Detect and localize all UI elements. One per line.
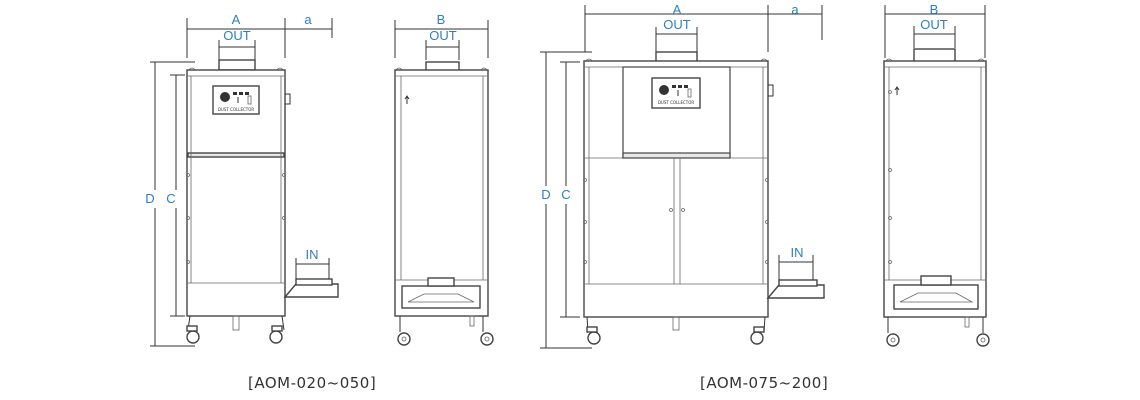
dim-label-b-large: B	[930, 2, 939, 17]
dim-label-out-side-small: OUT	[429, 28, 457, 43]
dim-label-out: OUT	[223, 28, 251, 43]
dim-label-in: IN	[306, 247, 319, 262]
dim-label-out-large: OUT	[663, 17, 691, 32]
dim-label-c-small: C	[166, 191, 175, 206]
large-front-view: A OUT a DUST COLLECTOR	[540, 2, 825, 349]
dim-label-b-small: B	[437, 12, 446, 27]
small-front-view: A OUT a DUST COLLECTOR	[144, 12, 339, 347]
large-side-view: B OUT	[883, 2, 990, 347]
logo-text-large: DUST COLLECTOR	[658, 100, 695, 105]
dim-label-a-width: A	[232, 12, 241, 27]
dim-label-a-offset: a	[304, 12, 312, 27]
dim-label-d-large: D	[541, 187, 550, 202]
dim-label-c-large: C	[561, 187, 570, 202]
dim-label-d-small: D	[145, 191, 154, 206]
small-side-view: B OUT	[394, 12, 494, 346]
dim-label-in-large: IN	[791, 245, 804, 260]
dim-label-a-width-large: A	[673, 2, 682, 17]
dim-label-a-offset-large: a	[791, 2, 799, 17]
caption-large-model: [AOM-075~200]	[700, 374, 829, 392]
logo-text-small: DUST COLLECTOR	[218, 107, 255, 112]
dim-label-out-side-large: OUT	[920, 17, 948, 32]
caption-small-model: [AOM-020~050]	[248, 374, 377, 392]
